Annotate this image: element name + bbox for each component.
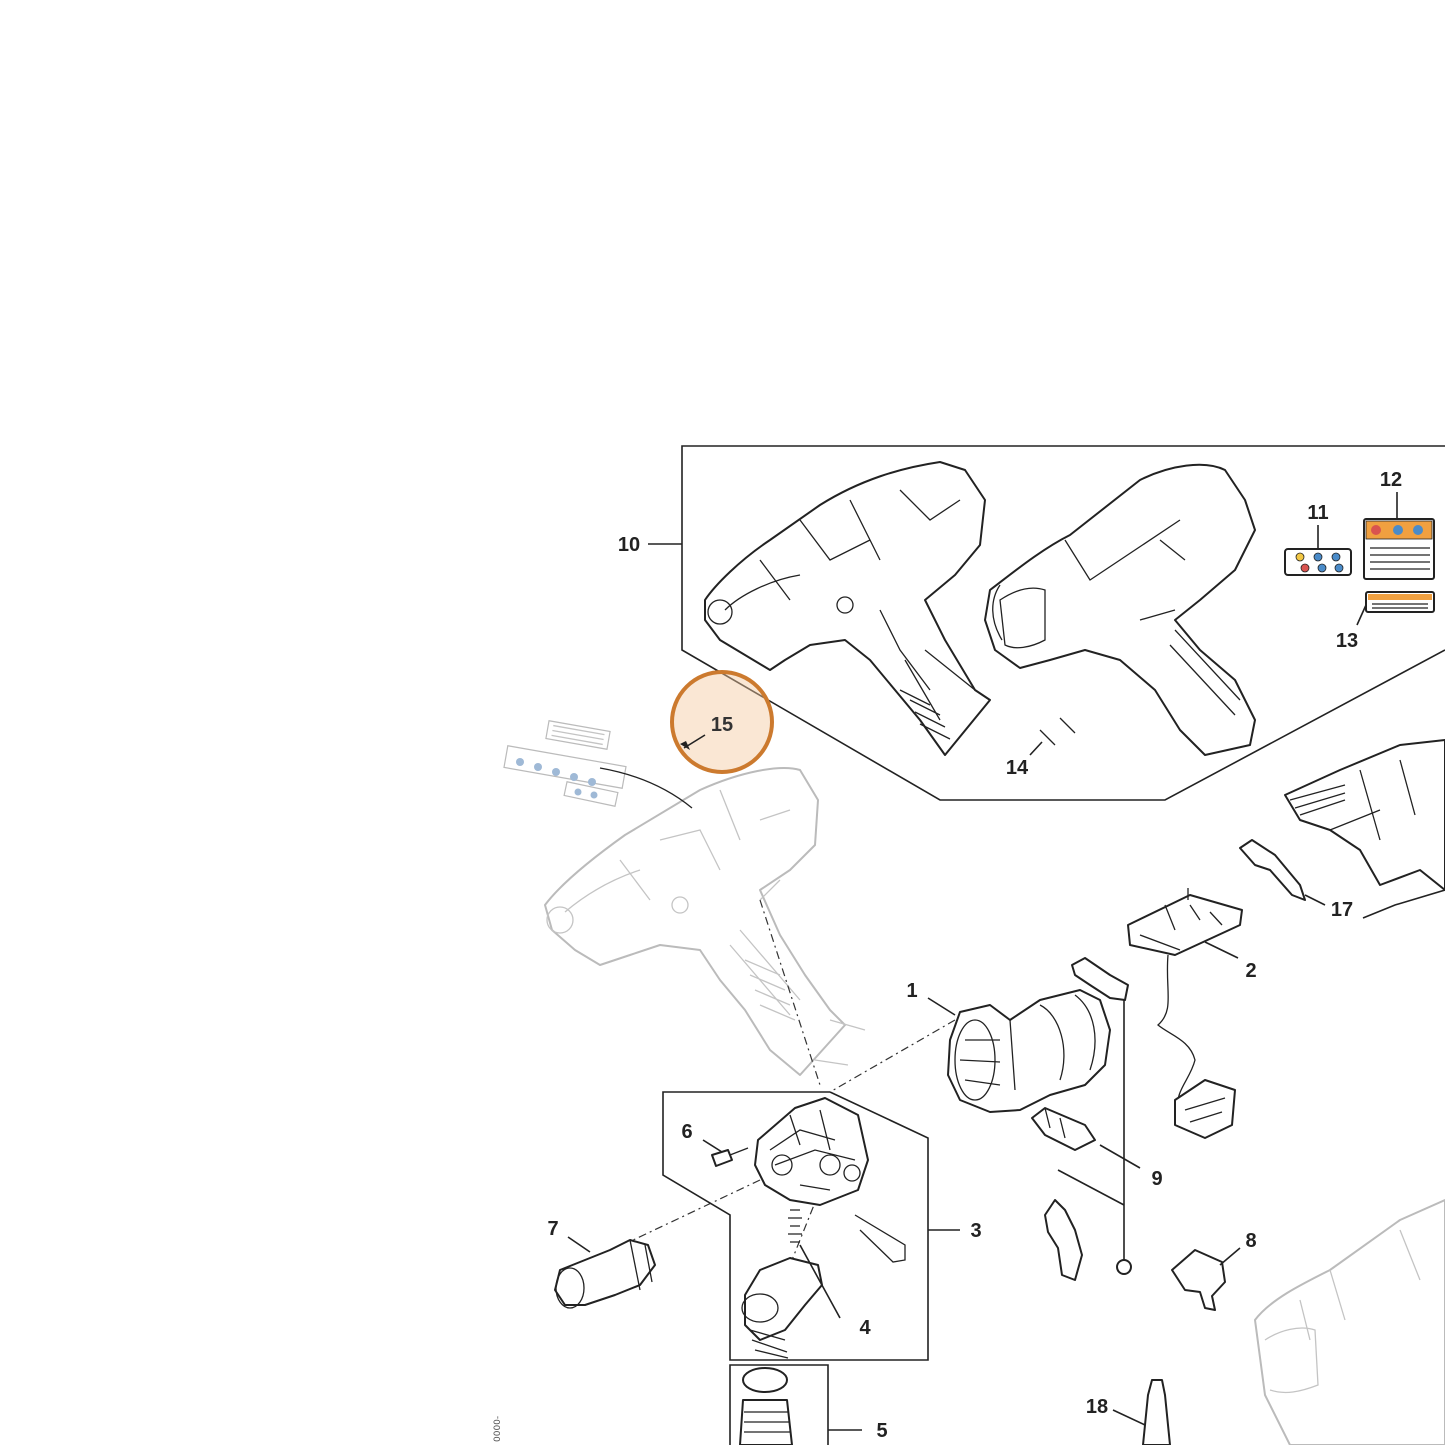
callout-2[interactable]: 2 <box>1245 960 1256 982</box>
side-code: 0000- <box>493 1416 503 1442</box>
callout-14[interactable]: 14 <box>1006 757 1029 779</box>
callout-1[interactable]: 1 <box>906 980 917 1002</box>
screw-6 <box>702 1139 749 1167</box>
callout-6[interactable]: 6 <box>681 1121 692 1143</box>
gear-housing <box>754 1097 906 1263</box>
axis-line-2 <box>611 1179 761 1251</box>
part-18 <box>1112 1379 1171 1445</box>
part-8 <box>1171 1247 1241 1311</box>
callout-9[interactable]: 9 <box>1151 1168 1162 1190</box>
callout-17[interactable]: 17 <box>1331 899 1353 921</box>
callout-18[interactable]: 18 <box>1086 1396 1108 1418</box>
callout-8[interactable]: 8 <box>1245 1230 1256 1252</box>
axis-line-1 <box>829 1019 956 1093</box>
highlight-circle-15[interactable] <box>670 670 774 774</box>
decal-sheet-ghost <box>503 720 693 809</box>
housing-ghost-lower-right <box>1254 1199 1445 1445</box>
housing-kit-frame <box>648 445 1445 801</box>
housing-ghost <box>544 767 866 1076</box>
housing-half-left <box>704 461 991 756</box>
callout-15[interactable]: 15 <box>711 714 733 736</box>
callout-7[interactable]: 7 <box>547 1218 558 1240</box>
callout-5[interactable]: 5 <box>876 1420 887 1442</box>
gear-kit-frame <box>662 1091 960 1361</box>
label-12 <box>1363 492 1435 580</box>
label-13 <box>1356 591 1435 626</box>
housing-half-right <box>984 463 1256 756</box>
screws-14 <box>1029 717 1076 756</box>
spring-and-head-4 <box>741 1209 841 1359</box>
nozzle-7 <box>554 1236 656 1309</box>
label-11 <box>1284 525 1352 576</box>
switch-lever <box>1031 957 1141 1260</box>
callout-12[interactable]: 12 <box>1380 469 1402 491</box>
callout-11[interactable]: 11 <box>1307 502 1328 524</box>
motor-1 <box>927 989 1111 1113</box>
callout-13[interactable]: 13 <box>1336 630 1358 652</box>
callout-4[interactable]: 4 <box>859 1317 871 1339</box>
callout-10[interactable]: 10 <box>618 534 640 556</box>
cover-upper-right <box>1284 739 1445 891</box>
control-board-2 <box>1127 888 1243 1139</box>
trigger-9 <box>1044 1169 1132 1281</box>
axis-line-4 <box>759 899 821 1086</box>
part-5 <box>729 1364 862 1445</box>
callout-3[interactable]: 3 <box>970 1220 981 1242</box>
callout-labels: 1 2 3 4 5 6 7 8 9 10 11 12 13 14 15 17 1… <box>547 469 1402 1442</box>
part-17 <box>1239 839 1445 919</box>
